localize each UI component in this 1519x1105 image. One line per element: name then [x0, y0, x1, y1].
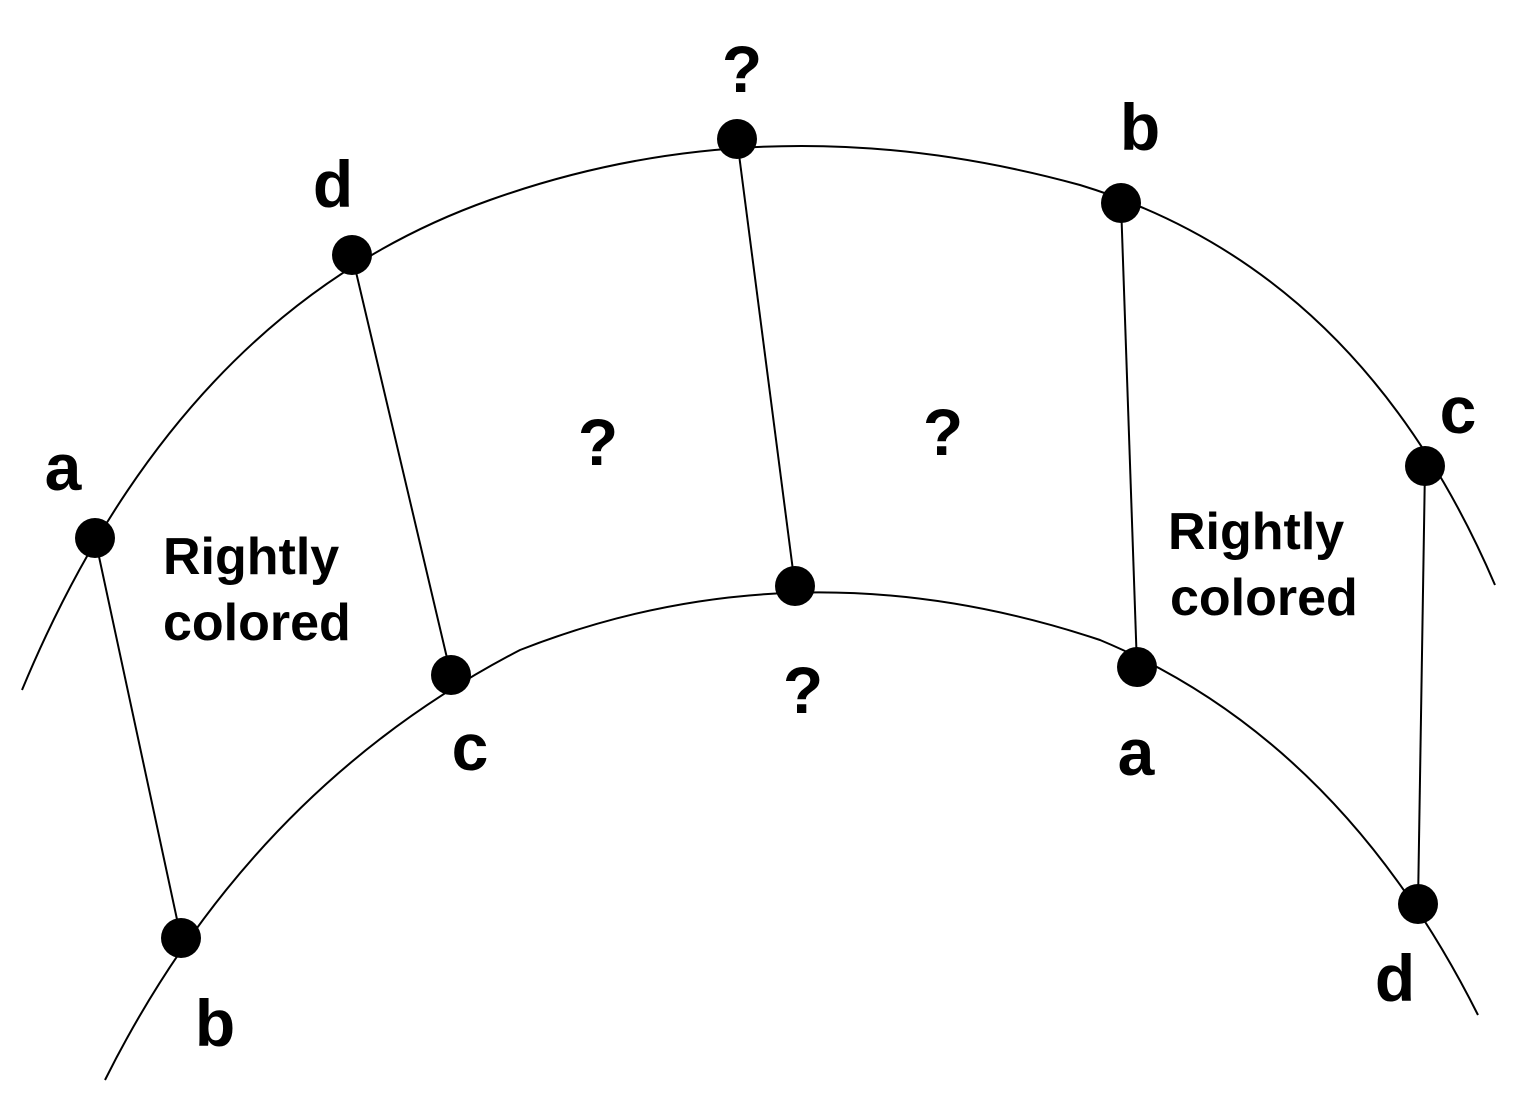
outer-node-b — [1101, 183, 1141, 223]
label-outer-top: ? — [722, 32, 762, 106]
inner-node-d — [1398, 884, 1438, 924]
region-middle-left: ? — [578, 405, 618, 479]
region-middle-right: ? — [923, 395, 963, 469]
inner-node-b — [161, 918, 201, 958]
region-right-line1: Rightly — [1168, 503, 1344, 561]
label-outer-c: c — [1440, 373, 1477, 447]
edge-a-b-left — [94, 537, 182, 939]
label-outer-d: d — [313, 147, 353, 221]
edge-top-middle — [736, 138, 796, 587]
inner-node-c — [431, 655, 471, 695]
label-outer-b: b — [1120, 90, 1160, 164]
region-left-line2: colored — [163, 594, 351, 652]
label-inner-middle: ? — [783, 653, 823, 727]
label-inner-c: c — [452, 710, 489, 784]
label-inner-b: b — [195, 986, 235, 1060]
outer-node-c — [1405, 446, 1445, 486]
region-left-line1: Rightly — [163, 528, 339, 586]
edge-c-d-right — [1417, 465, 1426, 905]
edge-b-a-right — [1120, 202, 1138, 668]
outer-node-a — [75, 518, 115, 558]
label-inner-d: d — [1375, 941, 1415, 1015]
outer-node-top — [717, 119, 757, 159]
label-inner-a: a — [1118, 715, 1156, 789]
edge-d-c-left — [351, 254, 452, 676]
region-right-line2: colored — [1170, 569, 1358, 627]
inner-node-middle — [775, 566, 815, 606]
label-outer-a: a — [45, 430, 83, 504]
inner-node-a — [1117, 647, 1157, 687]
outer-node-d — [332, 235, 372, 275]
